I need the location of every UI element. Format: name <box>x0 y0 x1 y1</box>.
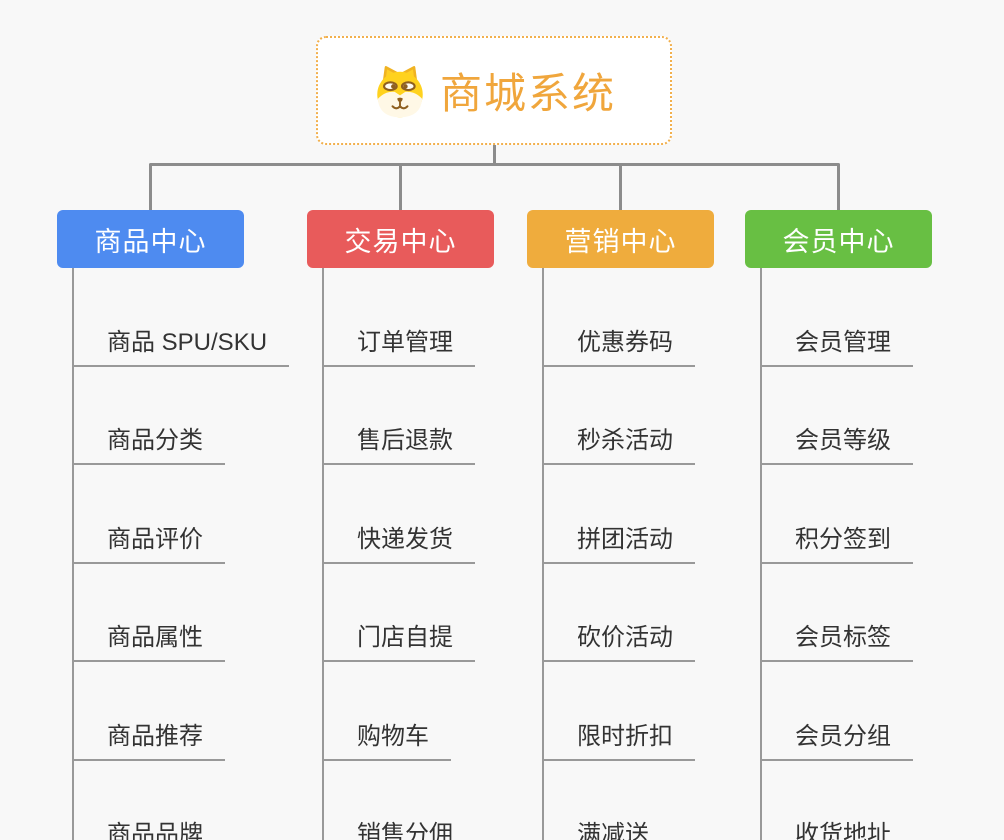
branch-trade-center: 交易中心 订单管理 售后退款 快递发货 门店自提 购物车 销售分佣 <box>307 210 494 840</box>
child-topic[interactable]: 商品推荐 <box>74 662 225 761</box>
child-topic[interactable]: 商品品牌 <box>74 761 225 840</box>
child-topic[interactable]: 砍价活动 <box>544 564 695 662</box>
branch-children-product: 商品 SPU/SKU 商品分类 商品评价 商品属性 商品推荐 商品品牌 <box>72 268 290 840</box>
child-topic[interactable]: 售后退款 <box>324 367 475 465</box>
child-topic[interactable]: 销售分佣 <box>324 761 475 840</box>
branch-topic-marketing[interactable]: 营销中心 <box>527 210 714 268</box>
child-topic[interactable]: 商品评价 <box>74 465 225 564</box>
branch-member-center: 会员中心 会员管理 会员等级 积分签到 会员标签 会员分组 收货地址 <box>745 210 932 840</box>
child-topic[interactable]: 会员标签 <box>762 564 913 662</box>
connector-drop-product <box>149 164 152 210</box>
dog-face-icon <box>372 63 428 119</box>
child-topic[interactable]: 积分签到 <box>762 465 913 564</box>
child-topic[interactable]: 门店自提 <box>324 564 475 662</box>
child-topic[interactable]: 拼团活动 <box>544 465 695 564</box>
branch-children-trade: 订单管理 售后退款 快递发货 门店自提 购物车 销售分佣 <box>322 268 494 840</box>
child-topic[interactable]: 快递发货 <box>324 465 475 564</box>
child-topic[interactable]: 商品属性 <box>74 564 225 662</box>
child-topic[interactable]: 限时折扣 <box>544 662 695 761</box>
child-topic[interactable]: 收货地址 <box>762 761 913 840</box>
connector-drop-trade <box>399 164 402 210</box>
connector-horizontal-bar <box>149 163 840 166</box>
root-topic[interactable]: 商城系统 <box>316 36 672 145</box>
child-topic[interactable]: 会员分组 <box>762 662 913 761</box>
child-topic[interactable]: 商品分类 <box>74 367 225 465</box>
branch-product-center: 商品中心 商品 SPU/SKU 商品分类 商品评价 商品属性 商品推荐 商品品牌 <box>57 210 290 840</box>
root-title: 商城系统 <box>439 70 616 117</box>
connector-drop-marketing <box>619 164 622 210</box>
child-topic[interactable]: 优惠券码 <box>544 268 695 367</box>
child-topic[interactable]: 会员管理 <box>762 268 913 367</box>
child-topic[interactable]: 订单管理 <box>324 268 475 367</box>
branch-children-marketing: 优惠券码 秒杀活动 拼团活动 砍价活动 限时折扣 满减送 <box>542 268 714 840</box>
connector-root-stem <box>493 145 496 165</box>
child-topic[interactable]: 购物车 <box>324 662 451 761</box>
branch-children-member: 会员管理 会员等级 积分签到 会员标签 会员分组 收货地址 <box>760 268 932 840</box>
branch-topic-product[interactable]: 商品中心 <box>57 210 244 268</box>
child-topic[interactable]: 商品 SPU/SKU <box>74 268 290 367</box>
branch-marketing-center: 营销中心 优惠券码 秒杀活动 拼团活动 砍价活动 限时折扣 满减送 <box>527 210 714 840</box>
child-topic[interactable]: 满减送 <box>544 761 671 840</box>
connector-drop-member <box>837 164 840 210</box>
child-topic[interactable]: 秒杀活动 <box>544 367 695 465</box>
branch-topic-trade[interactable]: 交易中心 <box>307 210 494 268</box>
child-topic[interactable]: 会员等级 <box>762 367 913 465</box>
branch-topic-member[interactable]: 会员中心 <box>745 210 932 268</box>
